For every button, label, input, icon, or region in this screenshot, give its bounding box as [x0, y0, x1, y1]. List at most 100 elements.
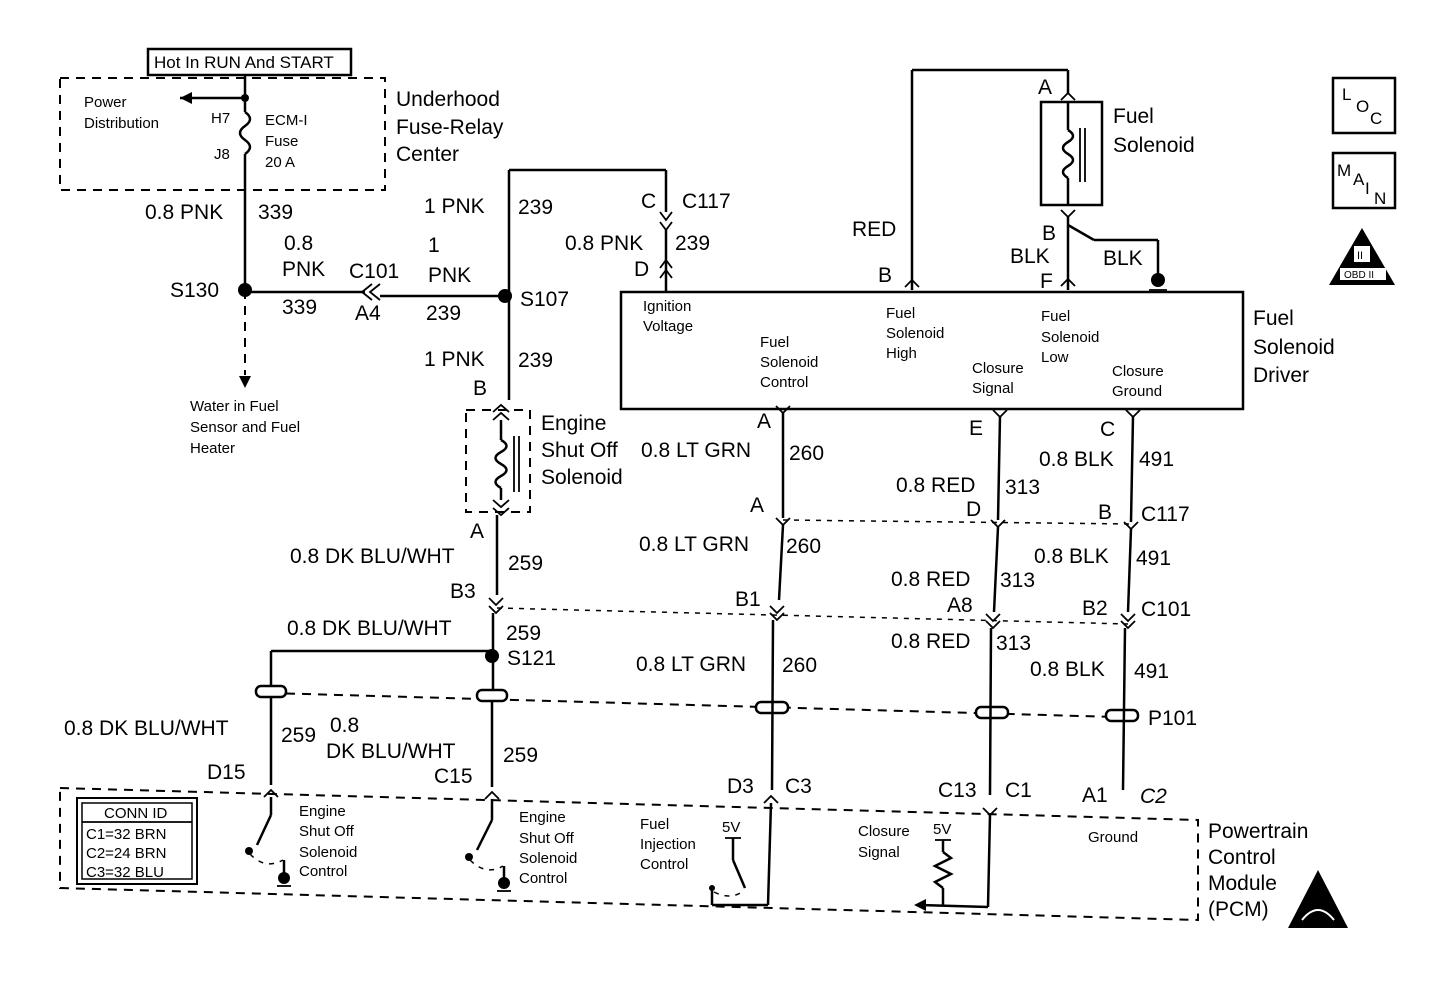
svg-text:1 PNK: 1 PNK [424, 348, 485, 371]
svg-text:A8: A8 [947, 594, 973, 617]
svg-text:L: L [1342, 85, 1351, 104]
fuse-icon [238, 110, 252, 156]
circuit-260: A 0.8 LT GRN 260 A 0.8 LT GRN 260 B1 0.8… [636, 405, 824, 798]
svg-text:F: F [1040, 270, 1053, 293]
svg-text:Injection: Injection [640, 836, 696, 853]
svg-text:C101: C101 [349, 260, 399, 283]
esd-warning-icon [1288, 870, 1348, 928]
svg-text:ECM-I: ECM-I [265, 112, 308, 129]
circuit-313: E 0.8 RED 313 D 0.8 RED 313 A8 0.8 RED 3… [891, 409, 1040, 802]
hot-label: Hot In RUN And START [146, 47, 353, 77]
svg-text:I: I [1365, 179, 1370, 198]
svg-text:260: 260 [782, 654, 817, 677]
svg-text:D: D [634, 258, 649, 281]
svg-text:D3: D3 [727, 775, 754, 798]
svg-text:Solenoid: Solenoid [1041, 329, 1099, 346]
svg-text:BLK: BLK [1103, 247, 1143, 270]
svg-text:Closure: Closure [858, 823, 910, 840]
svg-text:Control: Control [1208, 846, 1276, 869]
svg-text:0.8 RED: 0.8 RED [891, 630, 970, 653]
svg-text:Solenoid: Solenoid [760, 354, 818, 371]
svg-text:H7: H7 [211, 110, 230, 127]
svg-text:Engine: Engine [299, 803, 346, 820]
svg-text:239: 239 [518, 349, 553, 372]
svg-text:Signal: Signal [858, 844, 900, 861]
svg-text:Closure: Closure [1112, 363, 1164, 380]
svg-text:CONN ID: CONN ID [104, 805, 168, 822]
svg-text:DK BLU/WHT: DK BLU/WHT [326, 740, 456, 763]
svg-text:Engine: Engine [541, 412, 606, 435]
obd-ii-icon: II OBD II [1329, 228, 1395, 285]
connector-c117-icon [659, 211, 673, 232]
svg-text:491: 491 [1134, 660, 1169, 683]
engine-shut-off-solenoid: Engine Shut Off Solenoid [465, 403, 623, 517]
svg-text:Solenoid: Solenoid [519, 850, 577, 867]
svg-text:A1: A1 [1082, 784, 1108, 807]
svg-text:S121: S121 [507, 647, 556, 670]
svg-text:Signal: Signal [972, 380, 1014, 397]
connector-b-driver-icon [904, 278, 920, 288]
svg-text:0.8 LT GRN: 0.8 LT GRN [639, 533, 749, 556]
svg-text:Closure: Closure [972, 360, 1024, 377]
svg-text:260: 260 [786, 535, 821, 558]
svg-text:5V: 5V [933, 821, 951, 838]
svg-text:259: 259 [508, 552, 543, 575]
svg-text:Solenoid: Solenoid [1113, 134, 1195, 157]
svg-text:1: 1 [428, 234, 440, 257]
svg-text:C: C [1370, 109, 1382, 128]
svg-text:C13: C13 [938, 779, 977, 802]
svg-text:0.8 PNK: 0.8 PNK [565, 232, 643, 255]
svg-text:C: C [1100, 418, 1115, 441]
fuel-solenoid-driver: Fuel Solenoid Driver Ignition Voltage Fu… [619, 290, 1335, 411]
svg-text:260: 260 [789, 442, 824, 465]
svg-text:Low: Low [1041, 349, 1069, 366]
svg-text:Fuel: Fuel [886, 305, 915, 322]
svg-text:Control: Control [519, 870, 567, 887]
svg-text:Shut Off: Shut Off [541, 439, 618, 462]
svg-text:D15: D15 [207, 761, 246, 784]
svg-text:0.8: 0.8 [284, 232, 313, 255]
svg-text:C3=32 BLU: C3=32 BLU [86, 864, 164, 881]
svg-text:A: A [757, 410, 771, 433]
svg-text:Center: Center [396, 143, 459, 166]
svg-text:Power: Power [84, 94, 127, 111]
svg-text:Fuel: Fuel [1113, 105, 1154, 128]
svg-text:II: II [1357, 250, 1363, 262]
svg-text:Hot In RUN And START: Hot In RUN And START [154, 53, 334, 72]
svg-text:0.8 BLK: 0.8 BLK [1030, 658, 1105, 681]
svg-text:B2: B2 [1082, 597, 1108, 620]
svg-text:491: 491 [1139, 448, 1174, 471]
arrow-down-icon [239, 376, 251, 388]
svg-text:C101: C101 [1141, 598, 1191, 621]
svg-text:B: B [1098, 501, 1112, 524]
svg-text:20 A: 20 A [265, 154, 295, 171]
svg-text:0.8: 0.8 [330, 714, 359, 737]
svg-text:Voltage: Voltage [643, 318, 693, 335]
svg-text:Powertrain: Powertrain [1208, 820, 1308, 843]
svg-text:313: 313 [996, 632, 1031, 655]
svg-text:0.8 PNK: 0.8 PNK [145, 201, 223, 224]
arrow-icon [180, 92, 192, 104]
connector-c101-icon [360, 283, 381, 301]
svg-text:D: D [966, 498, 981, 521]
svg-text:Solenoid: Solenoid [541, 466, 623, 489]
svg-text:5V: 5V [722, 819, 740, 836]
svg-text:A: A [750, 494, 764, 517]
connector-f-icon [1060, 277, 1076, 287]
svg-text:Engine: Engine [519, 809, 566, 826]
svg-text:S107: S107 [520, 288, 569, 311]
svg-text:Solenoid: Solenoid [299, 844, 357, 861]
svg-text:491: 491 [1136, 547, 1171, 570]
svg-text:339: 339 [282, 296, 317, 319]
svg-text:259: 259 [503, 744, 538, 767]
svg-text:C1: C1 [1005, 779, 1032, 802]
svg-text:0.8 RED: 0.8 RED [896, 474, 975, 497]
svg-text:Solenoid: Solenoid [1253, 336, 1335, 359]
p101-passthrough-icons [254, 684, 1140, 723]
svg-text:B1: B1 [735, 588, 761, 611]
svg-text:Shut Off: Shut Off [299, 823, 355, 840]
svg-text:Distribution: Distribution [84, 115, 159, 132]
svg-text:P101: P101 [1148, 707, 1197, 730]
connector-b3-icon [488, 597, 504, 615]
